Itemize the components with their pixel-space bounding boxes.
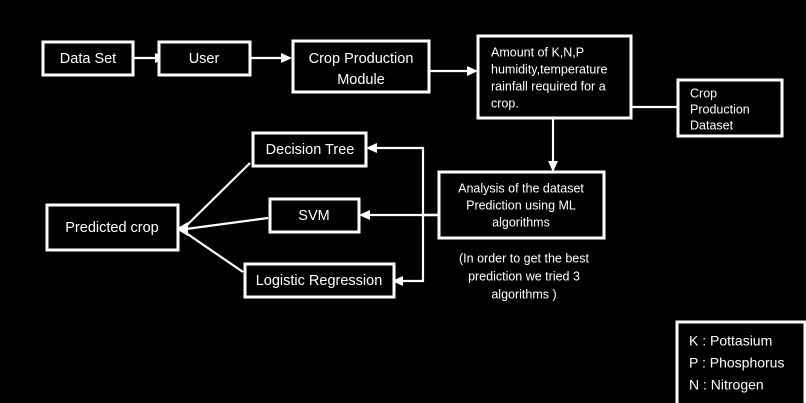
node-logistic-regression[interactable]: Logistic Regression <box>243 262 396 299</box>
node-predicted-crop[interactable]: Predicted crop <box>45 203 180 252</box>
connector-svm-to-predicted-crop <box>185 216 269 231</box>
note-line2: prediction we tried 3 <box>468 269 580 283</box>
arrowhead-into-predicted-crop <box>176 222 188 236</box>
node-logistic-regression-label: Logistic Regression <box>256 273 383 289</box>
node-user[interactable]: User <box>157 40 252 77</box>
connector-user-to-module <box>250 53 292 63</box>
connector-analysis-to-logistic-regression <box>392 213 438 286</box>
node-data-set-label: Data Set <box>60 51 116 67</box>
connector-module-to-requirements <box>429 66 478 76</box>
node-svm[interactable]: SVM <box>268 197 361 234</box>
node-crop-production-module[interactable]: Crop Production Module <box>291 39 431 94</box>
node-analysis-line3: algorithms <box>492 215 550 229</box>
note-algorithms: (In order to get the best prediction we … <box>459 251 589 301</box>
legend-box: K : Pottasium P : Phosphorus N : Nitroge… <box>675 320 806 403</box>
legend-item-potassium: K : Pottasium <box>689 333 772 349</box>
legend-item-nitrogen: N : Nitrogen <box>689 377 764 393</box>
node-analysis-line2: Prediction using ML <box>466 198 576 212</box>
node-predicted-crop-label: Predicted crop <box>65 220 159 236</box>
node-analysis[interactable]: Analysis of the dataset Prediction using… <box>437 170 606 240</box>
note-line1: (In order to get the best <box>459 251 589 265</box>
node-requirements-line1: Amount of K,N,P <box>491 45 584 59</box>
node-data-set[interactable]: Data Set <box>41 40 135 77</box>
node-crop-production-dataset-line3: Dataset <box>690 118 734 132</box>
connector-requirements-to-analysis <box>548 118 558 172</box>
node-requirements-line4: crop. <box>491 96 519 110</box>
node-requirements-line2: humidity,temperature <box>491 62 608 76</box>
note-line3: algorithms ) <box>491 287 556 301</box>
node-decision-tree-label: Decision Tree <box>266 142 355 158</box>
node-svm-label: SVM <box>298 208 329 224</box>
node-requirements-line3: rainfall required for a <box>491 79 606 93</box>
connector-analysis-to-decision-tree <box>366 143 438 217</box>
node-analysis-line1: Analysis of the dataset <box>458 181 584 195</box>
node-requirements[interactable]: Amount of K,N,P humidity,temperature rai… <box>476 34 633 120</box>
node-crop-production-module-line2: Module <box>337 72 385 88</box>
connector-decision-tree-to-predicted-crop <box>185 162 251 227</box>
node-user-label: User <box>189 51 220 67</box>
node-crop-production-dataset-line1: Crop <box>690 86 717 100</box>
legend-item-phosphorus: P : Phosphorus <box>689 355 784 371</box>
node-crop-production-dataset[interactable]: Crop Production Dataset <box>676 78 784 138</box>
connector-logistic-regression-to-predicted-crop <box>185 232 244 273</box>
node-crop-production-dataset-line2: Production <box>690 102 750 116</box>
node-decision-tree[interactable]: Decision Tree <box>251 131 368 168</box>
node-crop-production-module-line1: Crop Production <box>309 51 414 67</box>
